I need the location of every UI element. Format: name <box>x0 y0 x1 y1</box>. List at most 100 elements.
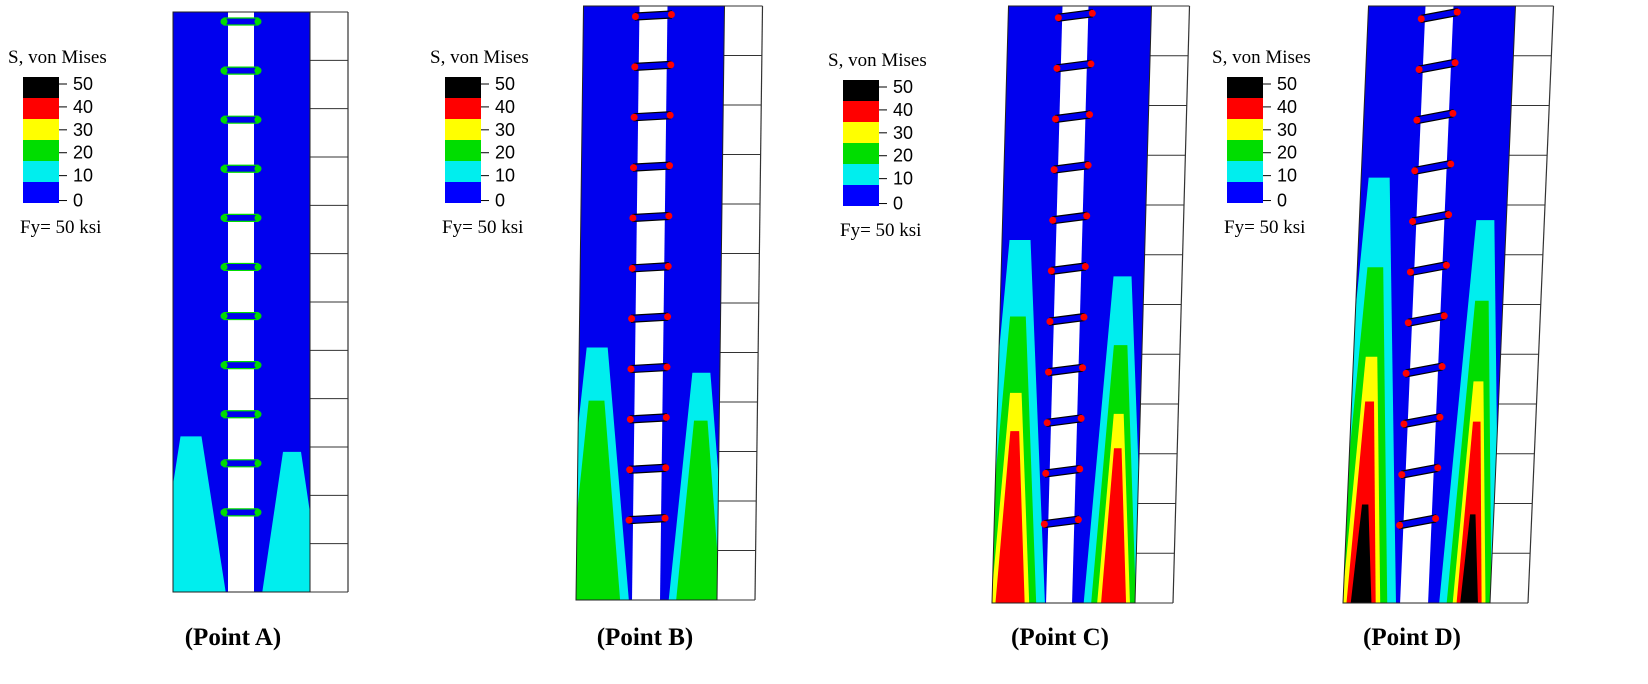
legend-swatch <box>843 143 879 164</box>
beam-end-hotspot <box>1088 9 1096 17</box>
legend-swatch <box>843 122 879 143</box>
coupling-beam <box>631 312 669 323</box>
legend-tick-label: 50 <box>73 74 93 94</box>
beam-end-hotspot <box>1438 363 1446 371</box>
beam-end-hotspot <box>661 514 669 522</box>
stress-plume-right <box>676 420 721 600</box>
coupling-beam <box>632 161 671 172</box>
legend-swatch <box>23 98 59 119</box>
legend-tick-label: 50 <box>1277 74 1297 94</box>
legend-swatch <box>23 161 59 182</box>
legend-swatch <box>445 161 481 182</box>
legend-tick-label: 0 <box>1277 191 1287 211</box>
legend-tick-label: 20 <box>73 143 93 163</box>
beam-end-hotspot <box>629 214 637 222</box>
legend-tick-label: 20 <box>893 146 913 166</box>
boundary-frame <box>1490 5 1555 604</box>
beam-end-hotspot <box>1076 465 1084 473</box>
legend-tick-label: 10 <box>893 169 913 189</box>
legend-tick-label: 40 <box>893 100 913 120</box>
legend-tick-label: 20 <box>495 143 515 163</box>
legend-swatch <box>843 185 879 206</box>
legend-tick-label: 0 <box>73 191 83 211</box>
beam-end-hotspot <box>1077 414 1085 422</box>
beam-end-hotspot <box>630 164 638 172</box>
beam-end-hotspot <box>1083 212 1091 220</box>
beam-end-hotspot <box>663 363 671 371</box>
legend-note: Fy= 50 ksi <box>442 217 523 238</box>
stress-plume-left <box>1350 504 1372 603</box>
legend-tick-label: 30 <box>1277 120 1297 140</box>
stress-plume-right <box>262 451 310 592</box>
coupling-beam <box>223 66 259 75</box>
beam-end-hotspot <box>626 466 634 474</box>
beam-end-hotspot <box>220 165 228 173</box>
coupling-beam <box>634 10 673 21</box>
legend-tick-label: 20 <box>1277 143 1297 163</box>
beam-end-hotspot <box>1411 167 1419 175</box>
beam-end-hotspot <box>220 361 228 369</box>
beam-end-hotspot <box>1434 464 1442 472</box>
beam-end-hotspot <box>1043 419 1051 427</box>
beam-end-hotspot <box>254 214 262 222</box>
legend-swatch <box>445 119 481 140</box>
wall-contour <box>992 6 1152 603</box>
legend-tick-label: 10 <box>495 166 515 186</box>
beam-end-hotspot <box>1402 369 1410 377</box>
beam-end-hotspot <box>666 111 674 119</box>
beam-end-hotspot <box>1404 319 1412 327</box>
beam-end-hotspot <box>254 18 262 25</box>
legend-swatch <box>445 140 481 161</box>
beam-end-hotspot <box>662 464 670 472</box>
coupling-beam <box>632 211 670 223</box>
beam-end-hotspot <box>630 113 638 121</box>
opening-strip <box>1400 6 1454 603</box>
legend-swatch <box>843 101 879 122</box>
boundary-frame <box>717 5 764 601</box>
frame-edge <box>1527 5 1555 604</box>
coupling-beam <box>629 413 667 424</box>
frame-edge <box>1172 5 1191 604</box>
beam-end-hotspot <box>626 415 634 423</box>
coupling-beam <box>629 463 667 474</box>
beam-end-hotspot <box>1074 516 1082 524</box>
beam-end-hotspot <box>254 67 262 75</box>
legend-note: Fy= 50 ksi <box>20 217 101 238</box>
beam-end-hotspot <box>220 312 228 320</box>
beam-end-hotspot <box>1451 59 1459 67</box>
beam-end-hotspot <box>1053 64 1061 72</box>
beam-end-hotspot <box>1396 521 1404 529</box>
beam-end-hotspot <box>254 508 262 516</box>
legend-tick-label: 30 <box>73 120 93 140</box>
coupling-beam <box>223 311 259 321</box>
wall-outline <box>172 11 311 593</box>
panel-caption: (Point D) <box>1363 624 1461 651</box>
opening-strip <box>632 6 668 600</box>
legend-tick-label: 10 <box>1277 166 1297 186</box>
legend-tick-label: 50 <box>495 74 515 94</box>
beam-end-hotspot <box>254 312 262 320</box>
coupling-beam <box>223 410 259 419</box>
coupling-beam <box>223 262 259 272</box>
beam-end-hotspot <box>664 262 672 270</box>
wall-contour <box>576 6 725 600</box>
beam-end-hotspot <box>1040 520 1048 528</box>
beam-end-hotspot <box>1417 15 1425 23</box>
legend-tick-label: 10 <box>73 166 93 186</box>
legend-swatch <box>445 98 481 119</box>
legend-title: S, von Mises <box>8 47 107 68</box>
beam-end-hotspot <box>220 116 228 124</box>
legend-swatch <box>23 77 59 98</box>
frame-edge <box>754 5 764 601</box>
beam-end-hotspot <box>625 516 633 524</box>
beam-end-hotspot <box>628 264 636 272</box>
legend-tick-label: 0 <box>893 194 903 214</box>
legend-swatch <box>23 140 59 161</box>
legend-note: Fy= 50 ksi <box>1224 217 1305 238</box>
coupling-beam <box>223 115 259 124</box>
legend-title: S, von Mises <box>1212 47 1311 68</box>
